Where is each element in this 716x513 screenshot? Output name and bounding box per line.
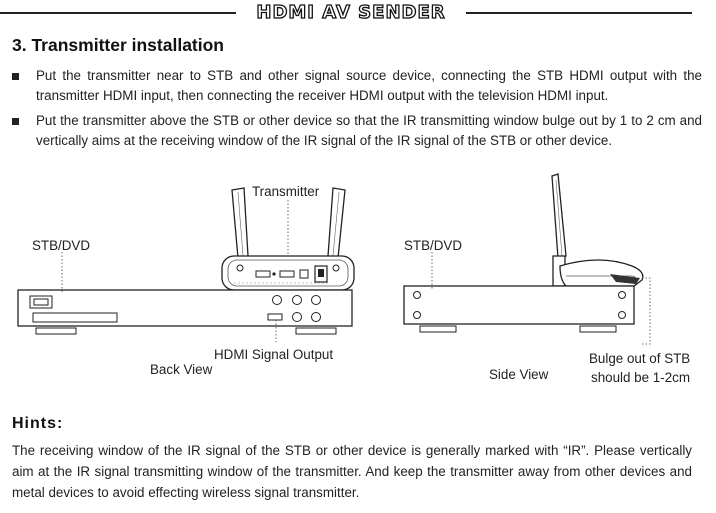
header-rule-left [0,12,236,14]
instruction-bullet-2: Put the transmitter above the STB or oth… [12,111,702,151]
transmitter-label: Transmitter [252,184,320,199]
transmitter-antenna-right [327,187,346,259]
bullet-square-icon [12,73,19,80]
side-view-label: Side View [489,367,549,382]
bulge-leader-line [642,277,651,345]
bullet-square-icon [12,118,19,125]
back-view-illustration: Transmitter STB/DVD HDMI Signal Output B… [17,184,355,377]
hints-body: The receiving window of the IR signal of… [12,443,692,500]
stb-right-label: STB/DVD [404,238,462,253]
instruction-bullet-1: Put the transmitter near to STB and othe… [12,66,702,106]
hdmi-output-label: HDMI Signal Output [214,347,333,362]
stb-side-box [403,285,635,333]
stb-left-label: STB/DVD [32,238,90,253]
stb-back-box [17,289,353,335]
side-transmitter-body [559,259,644,287]
hints-title: Hints: [12,415,64,432]
bullet-text: Put the transmitter above the STB or oth… [36,113,702,148]
bulge-label-line-1: Bulge out of STB [589,351,690,366]
back-view-label: Back View [150,362,213,377]
section-title: 3. Transmitter installation [12,35,224,55]
transmitter-antenna-left [231,187,249,259]
side-view-illustration: STB/DVD Side View Bulge out of STB shoul… [403,173,690,385]
transmitter-body [221,255,355,291]
page-header-title: HDMI AV SENDER [256,1,446,23]
header-rule-right [466,12,692,14]
installation-diagram: Transmitter STB/DVD HDMI Signal Output B… [17,173,690,385]
bulge-label-line-2: should be 1-2cm [591,370,690,385]
bullet-text: Put the transmitter near to STB and othe… [36,68,702,103]
